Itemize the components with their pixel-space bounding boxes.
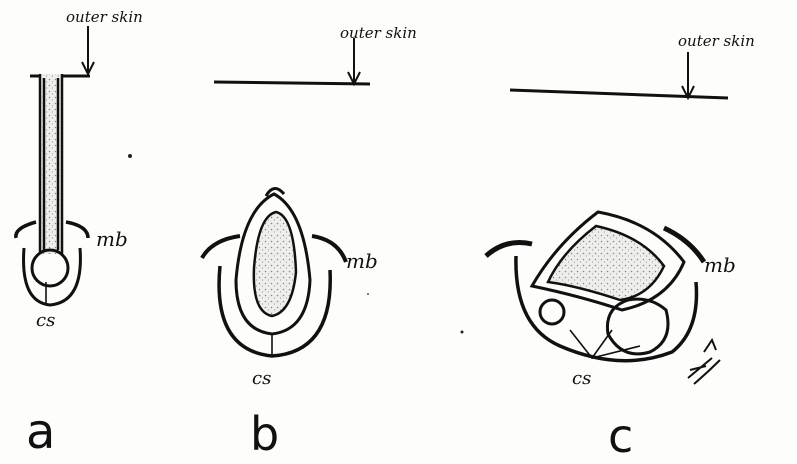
panel-letter-c: c bbox=[608, 409, 633, 463]
outer-skin-arrow-c bbox=[682, 52, 694, 98]
mb-label-a: mb bbox=[96, 227, 128, 251]
outer-skin-arrow-a bbox=[82, 26, 94, 74]
mb-hook-right-b bbox=[312, 236, 346, 262]
outer-sac-a bbox=[24, 248, 81, 305]
cs-small-bulb-c bbox=[540, 300, 564, 324]
speckle bbox=[367, 293, 369, 295]
cs-inner-circle-a bbox=[32, 250, 68, 286]
outer-skin-arrow-b bbox=[348, 38, 360, 84]
outer-skin-label-a: outer skin bbox=[66, 8, 143, 26]
outer-skin-label-c: outer skin bbox=[678, 32, 755, 50]
cs-label-c: cs bbox=[572, 368, 591, 389]
mb-hook-left-a bbox=[16, 222, 36, 238]
papilla-c bbox=[548, 226, 664, 300]
outer-skin-label-b: outer skin bbox=[340, 24, 417, 42]
papilla-b bbox=[254, 212, 296, 316]
mb-hook-right-a bbox=[66, 222, 88, 238]
mb-hook-left-b bbox=[202, 236, 240, 258]
cs-large-bulb-c bbox=[607, 299, 668, 354]
panel-b: outer skin mb cs b bbox=[202, 24, 417, 461]
panel-letter-b: b bbox=[250, 407, 279, 461]
outer-skin-surface-c bbox=[510, 90, 728, 98]
mb-label-b: mb bbox=[346, 249, 378, 273]
cs-label-a: cs bbox=[36, 310, 55, 331]
mb-label-c: mb bbox=[704, 253, 736, 277]
speckle bbox=[128, 154, 132, 158]
panel-a: outer skin mb cs a bbox=[16, 8, 143, 460]
mb-hook-left-c bbox=[486, 243, 532, 257]
artist-mark-c bbox=[688, 340, 720, 384]
speckle bbox=[461, 331, 464, 334]
panel-c: outer skin mb cs c bbox=[486, 32, 755, 463]
cs-label-b: cs bbox=[252, 368, 271, 389]
outer-skin-surface-b bbox=[214, 82, 370, 84]
panel-letter-a: a bbox=[26, 404, 55, 460]
